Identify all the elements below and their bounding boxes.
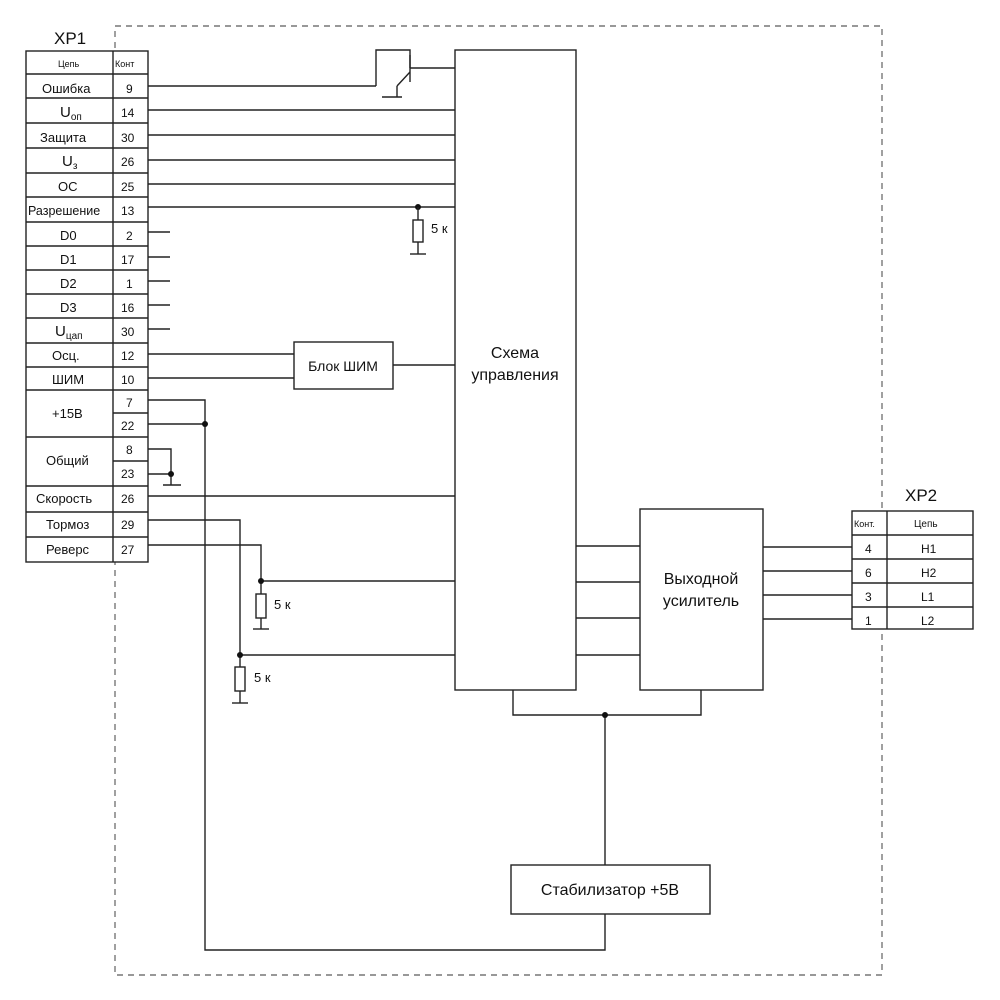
xp1-circuit-reverse: Реверс [46, 542, 90, 557]
unused-pin-stubs [148, 231, 170, 330]
stabilizer-block [510, 864, 711, 915]
xp1-contact: 26 [121, 155, 135, 169]
wire-common-ground [148, 448, 181, 486]
wires-control-to-amplifier [576, 545, 640, 656]
xp1-contact: 14 [121, 106, 135, 120]
xp1-contact: 22 [121, 419, 135, 433]
wire-brake [148, 519, 455, 704]
xp1-circuit-common: Общий [46, 453, 89, 468]
xp1-circuit-brake: Тормоз [46, 517, 89, 532]
xp2-header-circuit: Цепь [914, 519, 938, 530]
xp2-circuit: H2 [921, 566, 937, 580]
xp1-circuit-d3: D3 [60, 300, 77, 315]
output-amplifier-label-line2: усилитель [663, 593, 739, 610]
xp2-title: XP2 [905, 486, 937, 505]
xp2-contact: 6 [865, 566, 872, 580]
junction-dot [237, 652, 243, 658]
xp1-contact: 12 [121, 349, 135, 363]
xp1-circuit-protection: Защита [40, 130, 87, 145]
junction-dot [168, 471, 174, 477]
xp1-contact: 9 [126, 82, 133, 96]
xp1-circuit-osc: Осц. [52, 348, 80, 363]
wires-pwm [148, 353, 455, 379]
junction-dot [202, 421, 208, 427]
xp2-header-contact: Конт. [854, 519, 875, 529]
xp1-title: XP1 [54, 29, 86, 48]
control-circuit-label-line1: Схема [491, 345, 539, 362]
xp1-circuit-d1: D1 [60, 252, 77, 267]
wires-xp1-to-control [148, 85, 455, 497]
stabilizer-label: Стабилизатор +5В [541, 882, 679, 899]
control-circuit-label-line2: управления [471, 367, 558, 384]
xp2-circuit: H1 [921, 542, 937, 556]
junction-dot [602, 712, 608, 718]
xp1-contact: 2 [126, 229, 133, 243]
transistor-symbol [375, 49, 455, 98]
xp1-contact: 27 [121, 543, 135, 557]
xp1-contact: 7 [126, 396, 133, 410]
control-circuit-block [454, 49, 577, 691]
xp1-contact: 26 [121, 492, 135, 506]
xp1-table [25, 50, 149, 563]
xp1-circuit-d2: D2 [60, 276, 77, 291]
xp1-circuit-os: ОС [58, 179, 78, 194]
xp1-circuit-pwm: ШИМ [52, 372, 84, 387]
output-amplifier-label-line1: Выходной [664, 571, 739, 588]
resistor-brake-value: 5 к [254, 670, 271, 685]
xp1-contact: 29 [121, 518, 135, 532]
xp1-circuit-speed: Скорость [36, 491, 92, 506]
output-amplifier-block [639, 508, 764, 691]
xp1-contact: 8 [126, 443, 133, 457]
xp1-contact: 30 [121, 131, 135, 145]
xp1-circuit-uz: Uз [62, 153, 78, 172]
xp2-contact: 3 [865, 590, 872, 604]
junction-dot [258, 578, 264, 584]
resistor-enable-value: 5 к [431, 221, 448, 236]
xp2-contact: 1 [865, 614, 872, 628]
xp1-contact: 1 [126, 277, 133, 291]
resistor-reverse-value: 5 к [274, 597, 291, 612]
xp2-table [851, 510, 974, 630]
wires-amplifier-to-xp2 [763, 546, 852, 620]
xp1-contact: 30 [121, 325, 135, 339]
wire-plus15v [148, 399, 606, 951]
xp1-circuit-enable: Разрешение [28, 204, 100, 218]
resistor-enable [410, 207, 426, 255]
xp2-circuit: L1 [921, 590, 935, 604]
xp1-circuit-plus15v: +15В [52, 406, 83, 421]
pwm-block-label: Блок ШИМ [308, 358, 378, 374]
wire-reverse [148, 544, 455, 630]
xp1-circuit-uop: Uоп [60, 104, 82, 123]
xp1-contact: 17 [121, 253, 135, 267]
xp1-circuit-udac: Uцап [55, 323, 83, 342]
xp1-header-contact: Конт [115, 59, 134, 69]
xp1-contact: 25 [121, 180, 135, 194]
xp1-contact: 13 [121, 204, 135, 218]
xp2-circuit: L2 [921, 614, 935, 628]
pwm-block [293, 341, 394, 390]
xp2-contact: 4 [865, 542, 872, 556]
xp1-contact: 10 [121, 373, 135, 387]
xp1-header-circuit: Цепь [58, 59, 80, 69]
xp1-contact: 16 [121, 301, 135, 315]
xp1-circuit-d0: D0 [60, 228, 77, 243]
xp1-contact: 23 [121, 467, 135, 481]
xp1-circuit-error: Ошибка [42, 81, 91, 96]
